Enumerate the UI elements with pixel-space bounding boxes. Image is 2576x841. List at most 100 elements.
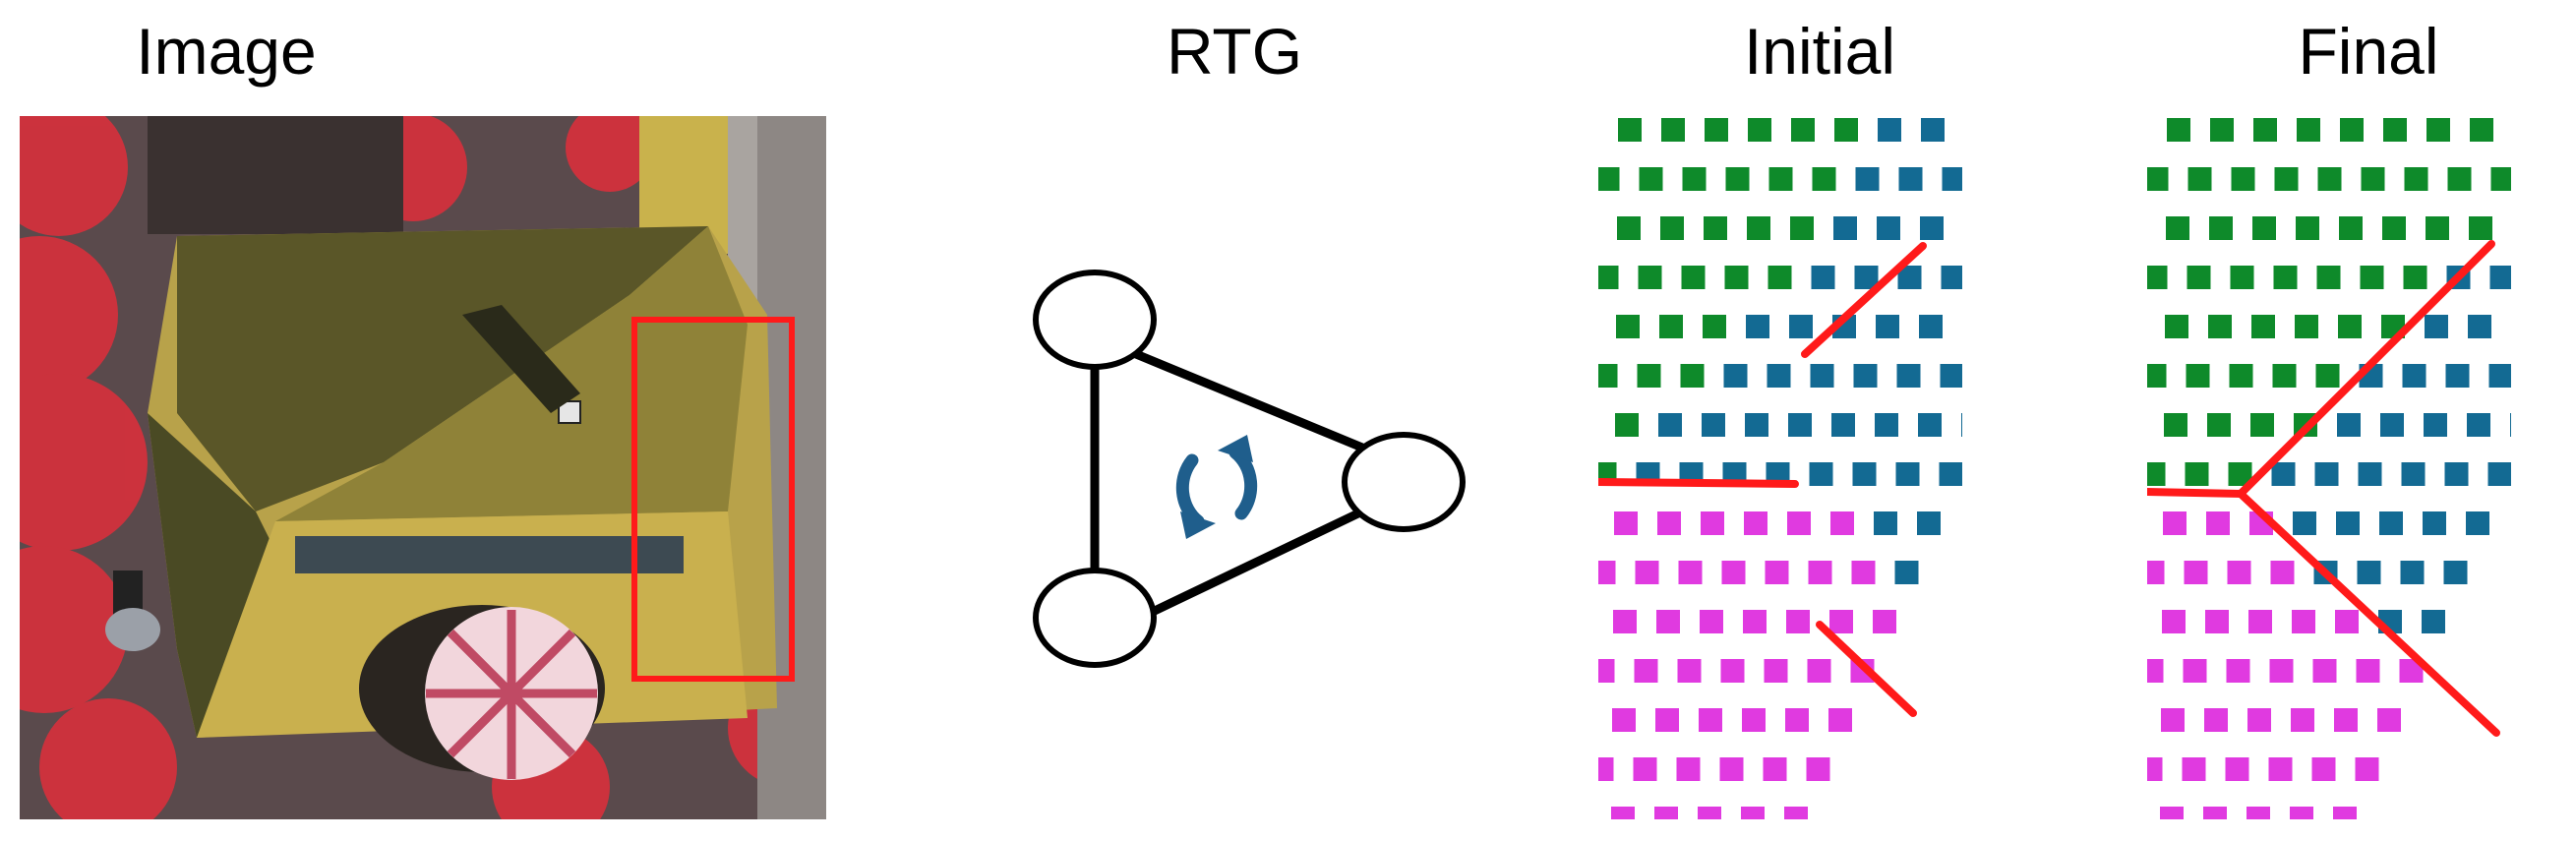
marker-green bbox=[2297, 118, 2320, 142]
marker-blue bbox=[2293, 511, 2316, 535]
marker-blue bbox=[1852, 462, 1877, 486]
rtg-node-top bbox=[1033, 270, 1157, 370]
marker-magenta bbox=[1784, 807, 1808, 819]
marker-magenta bbox=[1719, 757, 1744, 781]
marker-green bbox=[1704, 216, 1727, 240]
marker-green bbox=[2208, 315, 2232, 338]
marker-blue bbox=[2424, 413, 2447, 437]
marker-blue bbox=[2467, 413, 2490, 437]
marker-magenta bbox=[2248, 610, 2272, 633]
marker-green bbox=[2382, 216, 2406, 240]
marker-magenta bbox=[1699, 708, 1722, 732]
marker-blue bbox=[1789, 315, 1813, 338]
marker-green bbox=[2273, 266, 2298, 289]
marker-green bbox=[2165, 315, 2188, 338]
marker-magenta bbox=[1851, 561, 1876, 584]
marker-green bbox=[1834, 118, 1858, 142]
marker-magenta bbox=[2161, 708, 2185, 732]
marker-blue bbox=[2488, 364, 2511, 388]
marker-green bbox=[1598, 364, 1618, 388]
marker-magenta bbox=[2268, 757, 2293, 781]
marker-blue bbox=[2402, 364, 2426, 388]
marker-magenta bbox=[1829, 610, 1853, 633]
marker-blue bbox=[2511, 315, 2535, 338]
marker-magenta bbox=[2290, 807, 2313, 819]
marker-green bbox=[2253, 118, 2277, 142]
aerial-image bbox=[20, 116, 826, 819]
marker-blue bbox=[1811, 266, 1835, 289]
marker-green bbox=[2315, 364, 2340, 388]
boundary-line bbox=[2237, 490, 2500, 737]
boundary-line bbox=[1801, 242, 1927, 358]
boundary-line bbox=[1816, 621, 1917, 717]
marker-green bbox=[1812, 167, 1836, 191]
marker-magenta bbox=[1614, 511, 1638, 535]
rtg-edge-bottom-right bbox=[1134, 507, 1364, 625]
marker-green bbox=[2490, 167, 2511, 191]
marker-green bbox=[2252, 216, 2276, 240]
marker-green bbox=[1598, 167, 1620, 191]
marker-blue bbox=[2425, 315, 2448, 338]
marker-green bbox=[1681, 266, 1706, 289]
marker-magenta bbox=[1701, 511, 1724, 535]
marker-blue bbox=[2271, 462, 2296, 486]
marker-blue bbox=[2380, 413, 2404, 437]
marker-green bbox=[2166, 216, 2189, 240]
marker-green bbox=[1618, 118, 1642, 142]
marker-green bbox=[2447, 167, 2472, 191]
marker-magenta bbox=[1700, 610, 1723, 633]
marker-magenta bbox=[1808, 561, 1832, 584]
marker-green bbox=[1639, 167, 1663, 191]
marker-magenta bbox=[2160, 807, 2184, 819]
marker-magenta bbox=[1633, 757, 1657, 781]
marker-magenta bbox=[1807, 659, 1831, 683]
marker-green bbox=[2426, 118, 2450, 142]
marker-magenta bbox=[1612, 708, 1636, 732]
marker-magenta bbox=[1806, 757, 1830, 781]
marker-green bbox=[1615, 413, 1639, 437]
marker-green bbox=[2186, 364, 2210, 388]
marker-green bbox=[2296, 216, 2319, 240]
marker-magenta bbox=[1786, 610, 1810, 633]
marker-blue bbox=[1658, 413, 1682, 437]
marker-blue bbox=[1878, 118, 1901, 142]
marker-magenta bbox=[2269, 659, 2294, 683]
marker-magenta bbox=[2270, 561, 2295, 584]
marker-blue bbox=[2314, 462, 2339, 486]
marker-green bbox=[1768, 167, 1793, 191]
marker-green bbox=[1682, 167, 1707, 191]
marker-blue bbox=[1898, 167, 1923, 191]
marker-blue bbox=[1962, 315, 1986, 338]
marker-green bbox=[2361, 167, 2385, 191]
marker-blue bbox=[2422, 610, 2445, 633]
marker-blue bbox=[2443, 561, 2468, 584]
marker-green bbox=[1747, 216, 1770, 240]
marker-blue bbox=[1833, 216, 1857, 240]
marker-blue bbox=[1942, 167, 1962, 191]
marker-green bbox=[1638, 266, 1662, 289]
marker-green bbox=[2339, 216, 2363, 240]
marker-blue bbox=[1894, 561, 1919, 584]
marker-blue bbox=[1919, 315, 1943, 338]
marker-magenta bbox=[1787, 511, 1811, 535]
marker-green bbox=[2340, 118, 2364, 142]
marker-magenta bbox=[1830, 511, 1854, 535]
marker-magenta bbox=[2203, 807, 2227, 819]
marker-magenta bbox=[2292, 610, 2315, 633]
marker-blue bbox=[2337, 413, 2361, 437]
marker-blue bbox=[2401, 462, 2426, 486]
panel-title-rtg: RTG bbox=[1166, 15, 1303, 88]
marker-green bbox=[1748, 118, 1771, 142]
marker-blue bbox=[1723, 364, 1748, 388]
marker-blue bbox=[2400, 561, 2425, 584]
marker-magenta bbox=[1598, 757, 1614, 781]
marker-blue bbox=[2489, 266, 2511, 289]
marker-green bbox=[2147, 167, 2169, 191]
marker-green bbox=[2209, 216, 2233, 240]
marker-blue bbox=[1920, 216, 1944, 240]
marker-green bbox=[1659, 315, 1683, 338]
marker-blue bbox=[1874, 511, 1897, 535]
marker-magenta bbox=[1720, 659, 1745, 683]
marker-magenta bbox=[2335, 610, 2359, 633]
